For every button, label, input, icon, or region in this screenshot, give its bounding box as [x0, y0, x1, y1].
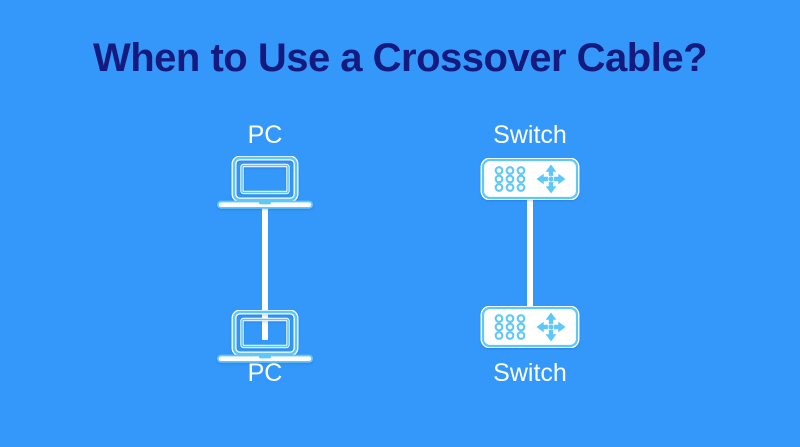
- switch-port-grid: [494, 166, 526, 192]
- device-label-switch-bottom: Switch: [493, 359, 567, 387]
- laptop-icon: [217, 310, 313, 363]
- crossover-cable-switch-to-switch: [527, 192, 533, 340]
- crossover-cable-pc-to-pc: [262, 208, 268, 340]
- page-title: When to Use a Crossover Cable?: [92, 36, 708, 80]
- device-label-pc-top: PC: [247, 121, 283, 149]
- device-switch-top[interactable]: [480, 158, 580, 200]
- four-way-arrow-icon: [536, 164, 566, 194]
- device-label-pc-bottom: PC: [247, 359, 283, 387]
- connection-group-pc-to-pc: PC: [175, 120, 355, 390]
- connection-group-switch-to-switch: Switch: [440, 120, 620, 390]
- network-switch-icon: [480, 158, 580, 200]
- switch-port-grid: [494, 314, 526, 340]
- device-pc-bottom[interactable]: [217, 310, 313, 366]
- device-switch-bottom[interactable]: [480, 306, 580, 348]
- four-way-arrow-icon: [536, 312, 566, 342]
- network-switch-icon: [480, 306, 580, 348]
- device-pc-top[interactable]: [217, 156, 313, 212]
- laptop-icon: [217, 156, 313, 209]
- device-label-switch-top: Switch: [493, 121, 567, 149]
